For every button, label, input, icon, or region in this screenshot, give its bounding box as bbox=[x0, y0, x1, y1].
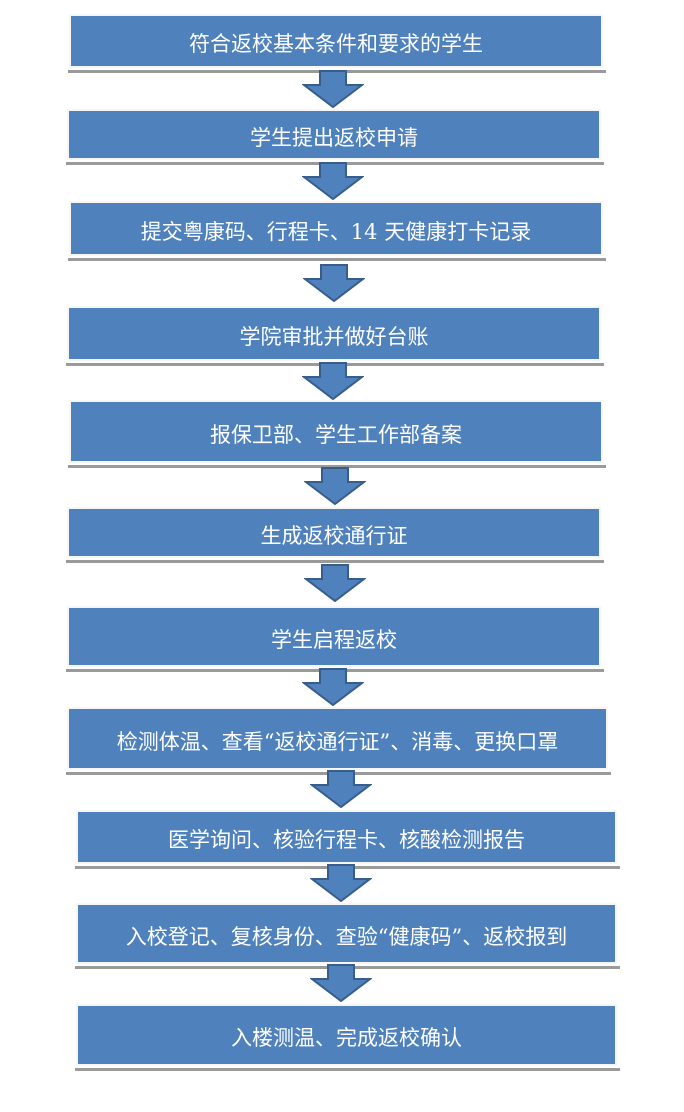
down-arrow-path bbox=[302, 162, 364, 200]
step-shadow bbox=[66, 560, 604, 563]
down-arrow-path bbox=[310, 770, 372, 808]
down-arrow-shape bbox=[310, 770, 372, 808]
step-box: 报保卫部、学生工作部备案 bbox=[71, 402, 601, 461]
flow-step-4: 学院审批并做好台账 bbox=[66, 306, 604, 366]
down-arrow-icon bbox=[302, 668, 364, 706]
step-label: 提交粤康码、行程卡、14 天健康打卡记录 bbox=[140, 219, 532, 244]
down-arrow-icon bbox=[302, 70, 364, 108]
down-arrow-icon bbox=[302, 362, 364, 400]
flow-step-9: 医学询问、核验行程卡、核酸检测报告 bbox=[75, 810, 620, 869]
down-arrow-icon bbox=[310, 770, 372, 808]
step-shadow bbox=[75, 1068, 620, 1071]
step-box: 符合返校基本条件和要求的学生 bbox=[71, 16, 601, 66]
down-arrow-shape bbox=[304, 467, 366, 505]
flow-step-10: 入校登记、复核身份、查验“健康码”、返校报到 bbox=[75, 903, 620, 969]
flow-step-11: 入楼测温、完成返校确认 bbox=[75, 1004, 620, 1071]
step-label: 学院审批并做好台账 bbox=[239, 324, 429, 349]
down-arrow-icon bbox=[310, 864, 372, 902]
step-box: 生成返校通行证 bbox=[69, 509, 599, 556]
step-shadow bbox=[68, 465, 606, 468]
down-arrow-shape bbox=[310, 864, 372, 902]
step-label: 医学询问、核验行程卡、核酸检测报告 bbox=[168, 828, 525, 852]
step-box: 学院审批并做好台账 bbox=[69, 308, 599, 359]
down-arrow-shape bbox=[304, 564, 366, 602]
flow-step-1: 符合返校基本条件和要求的学生 bbox=[68, 14, 606, 73]
down-arrow-shape bbox=[303, 264, 365, 302]
down-arrow-shape bbox=[302, 162, 364, 200]
down-arrow-icon bbox=[310, 964, 372, 1002]
down-arrow-shape bbox=[310, 964, 372, 1002]
down-arrow-path bbox=[310, 864, 372, 902]
flow-step-3: 提交粤康码、行程卡、14 天健康打卡记录 bbox=[68, 201, 606, 261]
down-arrow-path bbox=[302, 362, 364, 400]
step-box: 检测体温、查看“返校通行证”、消毒、更换口罩 bbox=[69, 709, 606, 768]
flow-step-5: 报保卫部、学生工作部备案 bbox=[68, 400, 606, 468]
step-label: 检测体温、查看“返校通行证”、消毒、更换口罩 bbox=[116, 729, 559, 754]
step-box: 医学询问、核验行程卡、核酸检测报告 bbox=[78, 812, 615, 862]
down-arrow-path bbox=[302, 668, 364, 706]
down-arrow-icon bbox=[304, 467, 366, 505]
step-label: 生成返校通行证 bbox=[260, 523, 408, 548]
step-box: 学生启程返校 bbox=[69, 608, 599, 665]
down-arrow-path bbox=[310, 964, 372, 1002]
flow-step-7: 学生启程返校 bbox=[66, 606, 604, 672]
step-box: 提交粤康码、行程卡、14 天健康打卡记录 bbox=[71, 203, 601, 254]
flow-step-6: 生成返校通行证 bbox=[66, 507, 604, 563]
step-label: 符合返校基本条件和要求的学生 bbox=[189, 32, 483, 56]
flow-step-2: 学生提出返校申请 bbox=[66, 109, 604, 165]
step-label: 报保卫部、学生工作部备案 bbox=[210, 422, 462, 447]
step-box: 学生提出返校申请 bbox=[69, 111, 599, 158]
flow-step-8: 检测体温、查看“返校通行证”、消毒、更换口罩 bbox=[66, 707, 611, 775]
down-arrow-icon bbox=[303, 264, 365, 302]
step-box: 入校登记、复核身份、查验“健康码”、返校报到 bbox=[78, 905, 615, 962]
down-arrow-shape bbox=[302, 362, 364, 400]
step-label: 入楼测温、完成返校确认 bbox=[231, 1026, 462, 1050]
down-arrow-path bbox=[304, 467, 366, 505]
down-arrow-path bbox=[303, 264, 365, 302]
step-box: 入楼测温、完成返校确认 bbox=[78, 1006, 615, 1064]
step-shadow bbox=[68, 258, 606, 261]
down-arrow-shape bbox=[302, 668, 364, 706]
down-arrow-path bbox=[302, 70, 364, 108]
step-label: 学生启程返校 bbox=[271, 627, 397, 652]
down-arrow-icon bbox=[304, 564, 366, 602]
down-arrow-icon bbox=[302, 162, 364, 200]
down-arrow-shape bbox=[302, 70, 364, 108]
down-arrow-path bbox=[304, 564, 366, 602]
step-label: 入校登记、复核身份、查验“健康码”、返校报到 bbox=[125, 924, 568, 949]
step-label: 学生提出返校申请 bbox=[250, 125, 418, 150]
